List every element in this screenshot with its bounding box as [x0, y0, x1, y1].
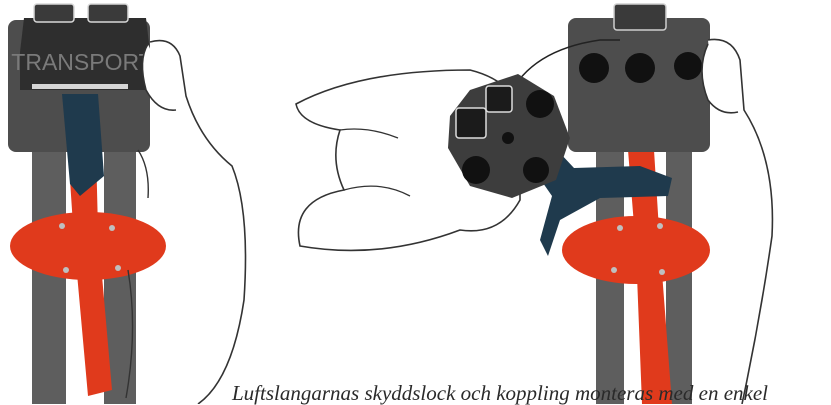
left-illustration: TRANSPORT	[8, 4, 246, 404]
transport-cap-label: TRANSPORT	[11, 49, 152, 75]
port-3	[674, 52, 702, 80]
port-2	[625, 53, 655, 83]
coupling-housing-2	[568, 18, 710, 152]
red-mounting-plate-2	[562, 216, 710, 284]
port-1	[579, 53, 609, 83]
red-mounting-plate	[10, 212, 166, 280]
caption-text: Luftslangarnas skyddslock och koppling m…	[232, 381, 831, 405]
right-illustration	[296, 4, 772, 404]
blue-strap	[62, 94, 104, 196]
